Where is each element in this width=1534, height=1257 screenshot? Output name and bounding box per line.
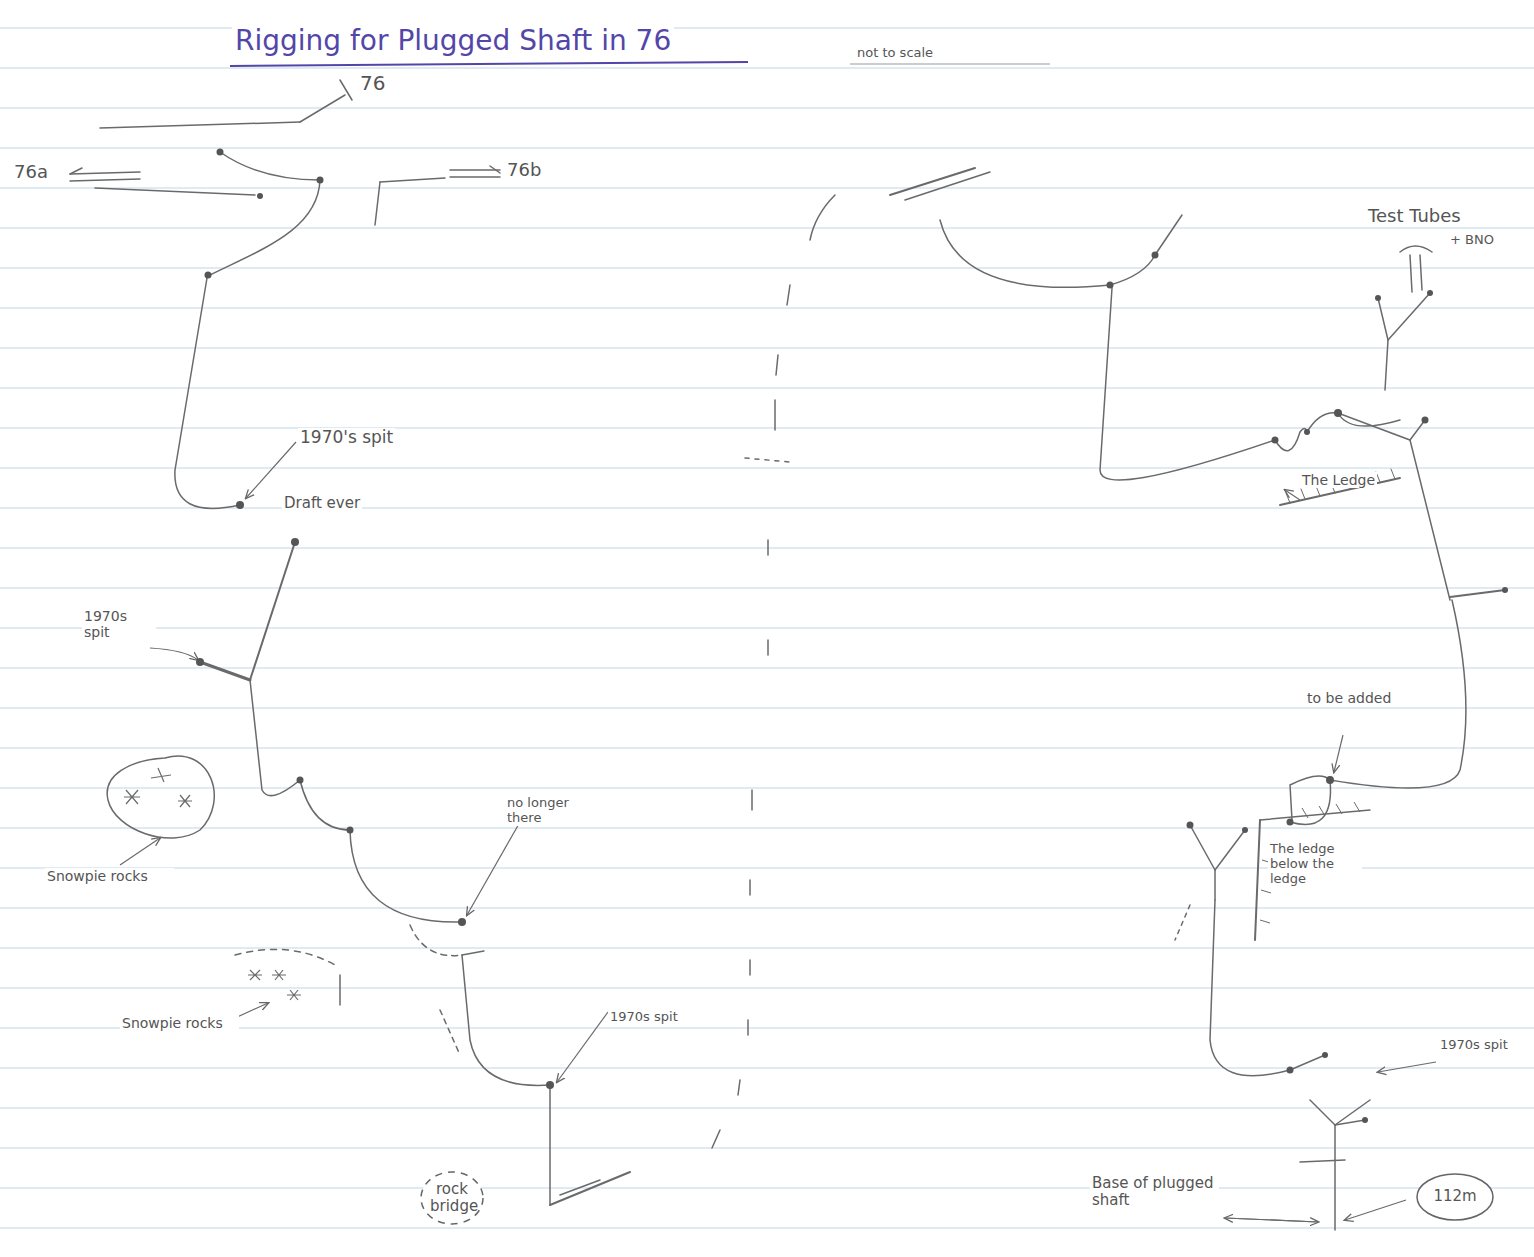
note-label: 1970s spit [608, 1010, 682, 1025]
depth-circle: 112m [1415, 1172, 1495, 1222]
note-label: 1970s spit [1438, 1038, 1517, 1053]
note-label: 76b [505, 160, 543, 181]
note-label: The ledge below the ledge [1268, 842, 1362, 887]
note-label: Base of plugged shaft [1090, 1175, 1219, 1210]
note-label: Snowpie rocks [45, 868, 174, 884]
note-label: 76a [12, 162, 50, 183]
rock-bridge-circle: rock bridge [419, 1170, 485, 1226]
note-label: Snowpie rocks [120, 1015, 239, 1031]
note-label: 1970's spit [298, 428, 395, 448]
note-label: Test Tubes [1366, 206, 1463, 227]
note-label: to be added [1305, 690, 1393, 706]
node-text: rock bridge [430, 1181, 474, 1216]
note-label: 76 [358, 72, 387, 95]
note-label: no longer there [505, 796, 599, 826]
node-text: 112m [1433, 1188, 1476, 1205]
note-label: 1970s spit [82, 608, 156, 640]
note-label: Draft ever [282, 495, 362, 512]
diagram-title: Rigging for Plugged Shaft in 76 [232, 24, 674, 57]
note-label: The Ledge [1300, 472, 1377, 488]
note-label: not to scale [855, 46, 935, 61]
note-label: + BNO [1448, 233, 1496, 248]
